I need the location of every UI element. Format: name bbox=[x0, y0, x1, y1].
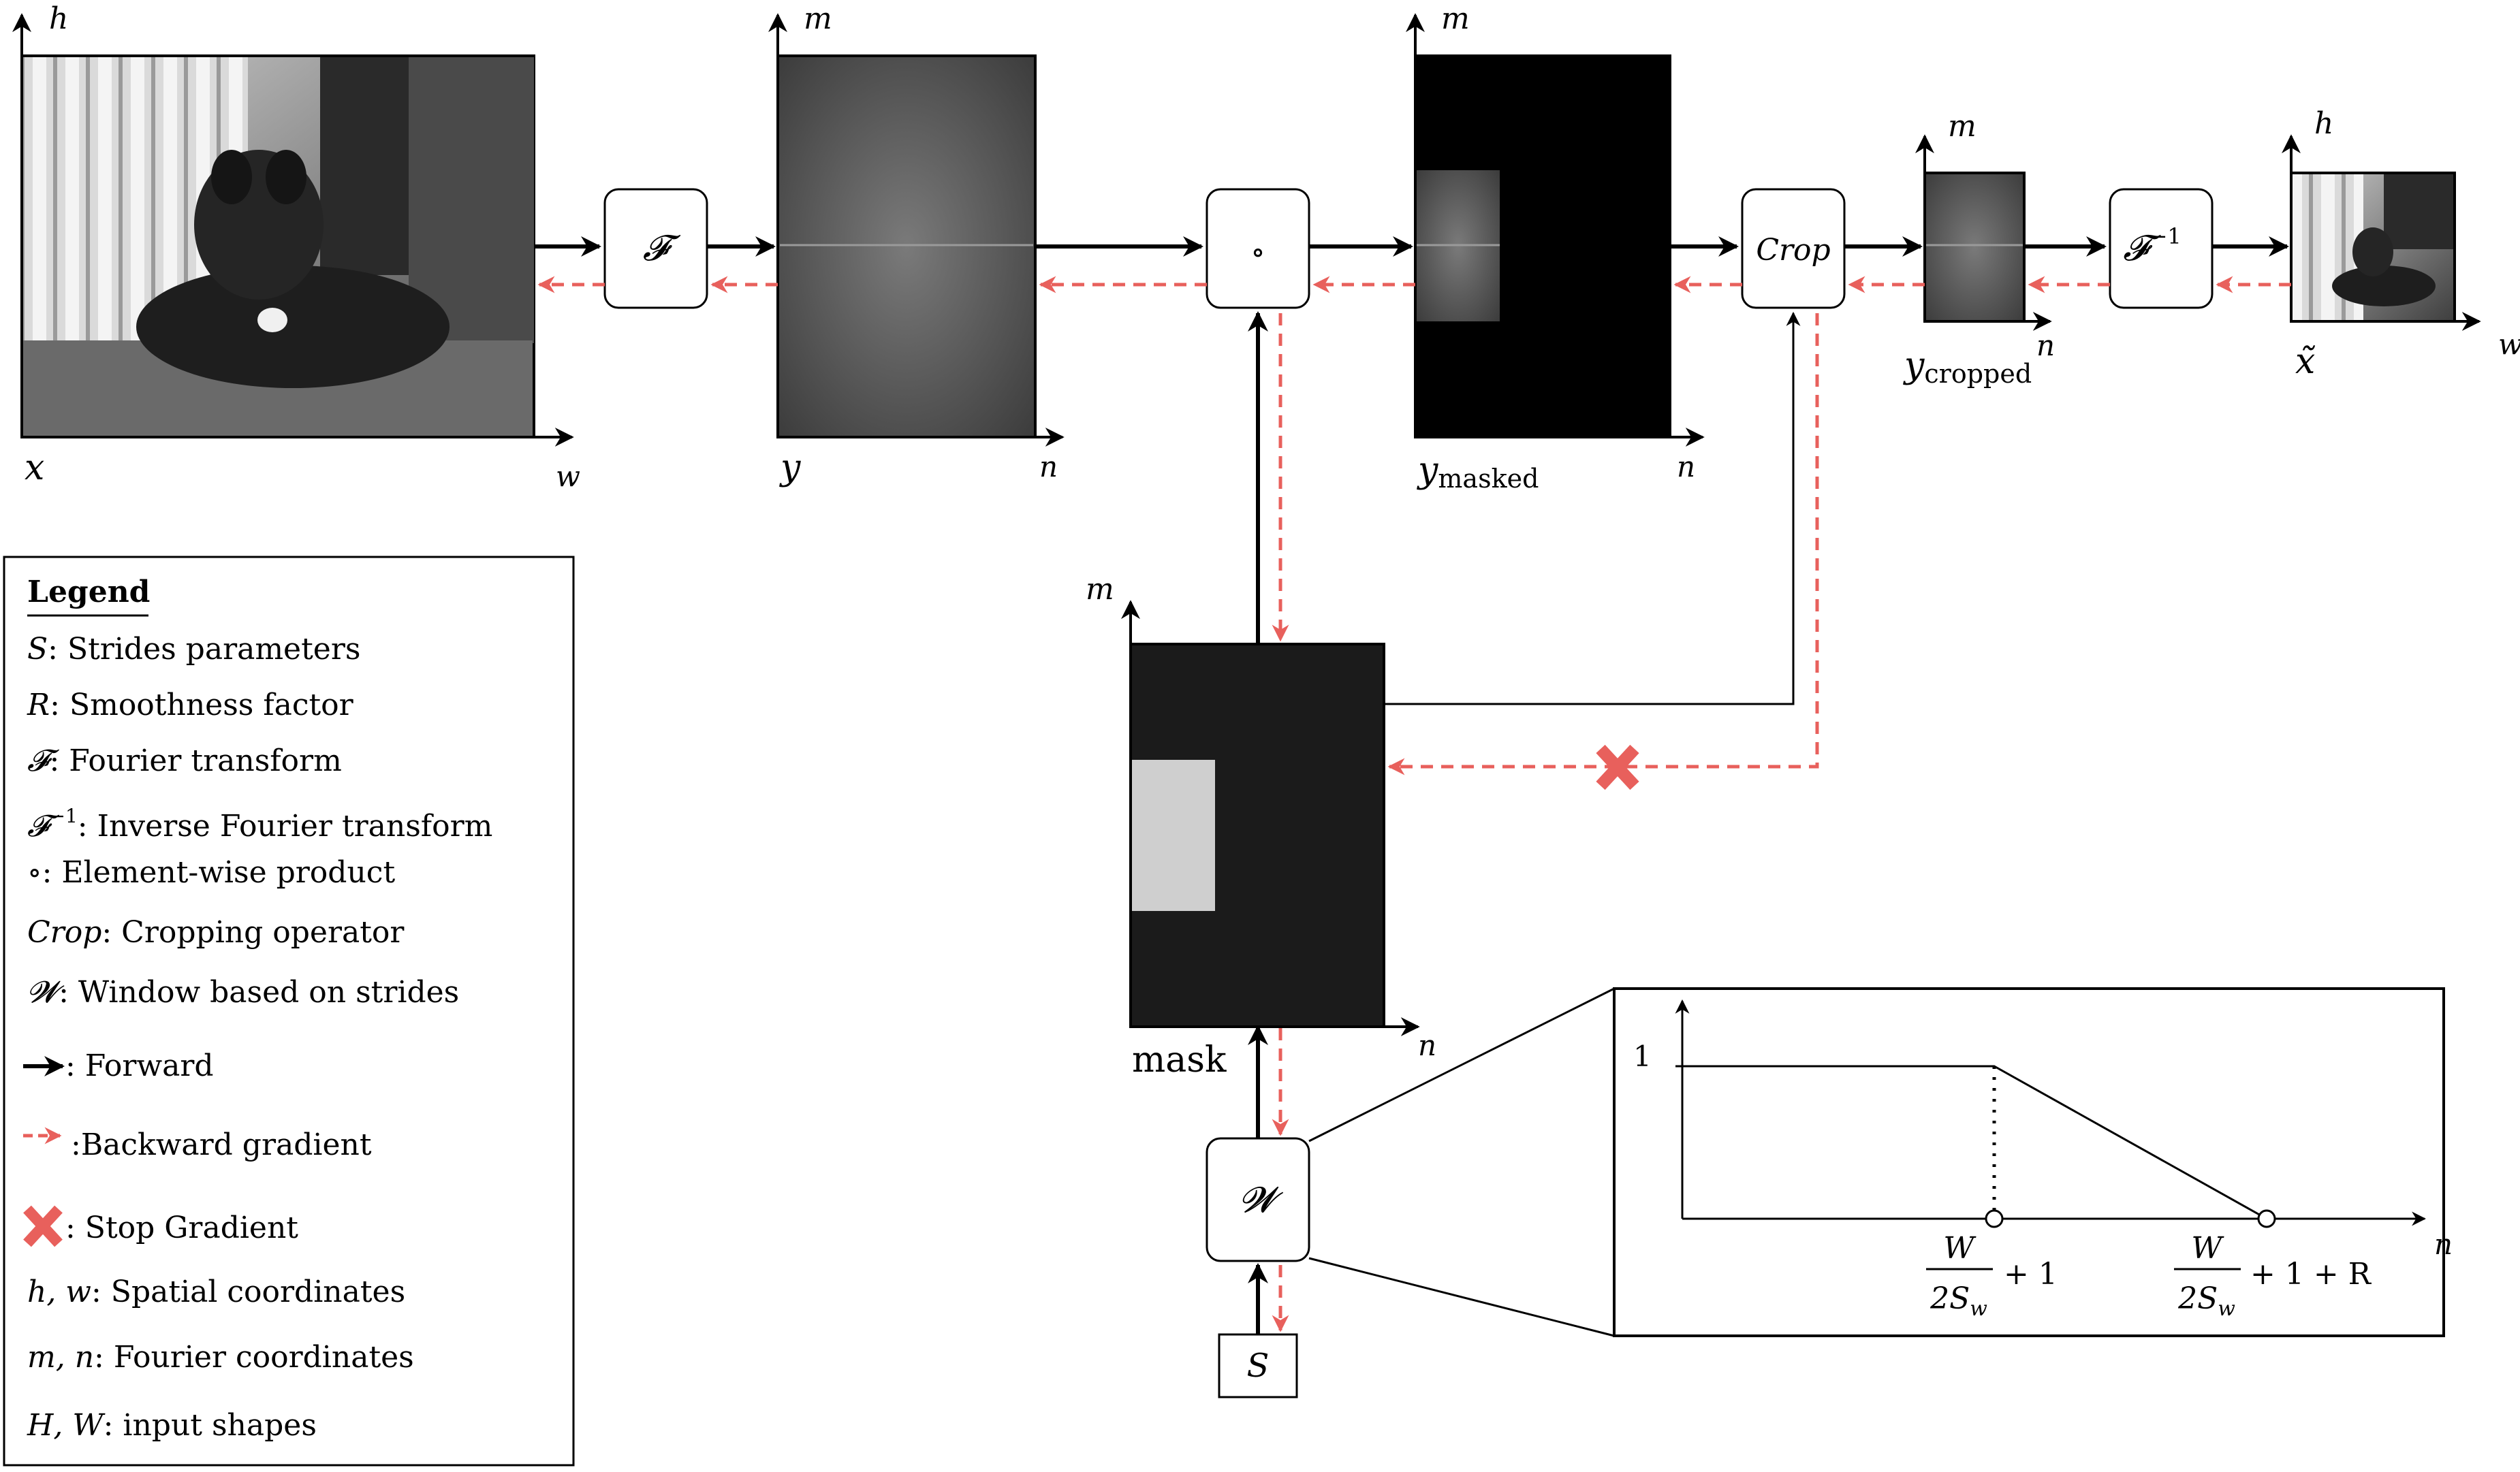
strides-symbol: S bbox=[1247, 1347, 1270, 1385]
spectrum-y: m n y bbox=[768, 1, 1065, 488]
spectrum-y-cropped: m n ycropped bbox=[1903, 109, 2055, 389]
strides-box: S bbox=[1218, 1333, 1298, 1398]
axis-m-label: m bbox=[804, 1, 832, 36]
svg-text:W: W bbox=[2191, 1231, 2224, 1266]
mask-image: m n mask bbox=[1086, 572, 1436, 1081]
legend-item-crop: Crop: Cropping operator bbox=[27, 915, 405, 950]
svg-text:+ 1 + R: + 1 + R bbox=[2250, 1257, 2372, 1292]
mask-label: mask bbox=[1132, 1040, 1227, 1081]
legend: Legend S: Strides parameters R: Smoothne… bbox=[3, 556, 575, 1467]
axis-h-label: h bbox=[49, 1, 68, 36]
legend-item-fourier-coords: m, n: Fourier coordinates bbox=[27, 1340, 414, 1375]
window-inset: 1 n W 2Sw + 1 W 2Sw + 1 + R bbox=[1613, 987, 2453, 1337]
axis-n-label: n bbox=[1039, 450, 1058, 483]
x-tilde-label: x̃ bbox=[2295, 341, 2316, 382]
y-cropped-label: ycropped bbox=[1903, 345, 2032, 389]
legend-item-window: 𝓦: Window based on strides bbox=[27, 975, 459, 1010]
legend-item-backward: :Backward gradient bbox=[71, 1127, 372, 1162]
input-axes: h w x bbox=[12, 1, 580, 493]
legend-item-spatial: h, w: Spatial coordinates bbox=[27, 1275, 405, 1309]
output-image: h w x̃ bbox=[2282, 106, 2520, 382]
axis-h-label: h bbox=[2314, 106, 2333, 141]
axis-n-label: n bbox=[1418, 1029, 1436, 1062]
axis-m-label: m bbox=[1441, 1, 1470, 36]
crop-symbol: Crop bbox=[1756, 233, 1830, 268]
inverse-fourier-box: 𝓕−1 bbox=[2109, 188, 2214, 309]
legend-item-stop: : Stop Gradient bbox=[65, 1211, 298, 1245]
forward-arrows bbox=[534, 236, 2289, 1334]
spectrum-y-masked: m n ymasked bbox=[1406, 1, 1705, 494]
y-label: y bbox=[779, 447, 801, 488]
dog-body bbox=[136, 266, 450, 388]
backward-arrows bbox=[537, 276, 2291, 1332]
stop-gradient-icon bbox=[1596, 744, 1639, 790]
axis-n-label: n bbox=[2036, 329, 2055, 362]
axis-w-label: w bbox=[556, 460, 580, 493]
fourier-box: 𝓕 bbox=[603, 188, 708, 309]
inset-x-axis-label: n bbox=[2434, 1228, 2453, 1261]
legend-title: Legend bbox=[27, 575, 150, 609]
inset-tick-label-1: W 2Sw + 1 bbox=[1926, 1231, 2058, 1321]
legend-item-smoothness: R: Smoothness factor bbox=[27, 688, 354, 722]
legend-item-input-shapes: H, W: input shapes bbox=[27, 1408, 317, 1443]
axis-n-label: n bbox=[1677, 450, 1695, 483]
inset-tick-label-2: W 2Sw + 1 + R bbox=[2174, 1231, 2372, 1321]
y-masked-label: ymasked bbox=[1417, 450, 1539, 494]
stop-gradient-legend-icon bbox=[23, 1205, 63, 1247]
inset-y-tick: 1 bbox=[1633, 1040, 1652, 1073]
svg-text:W: W bbox=[1943, 1231, 1976, 1266]
x-label: x bbox=[25, 447, 44, 488]
svg-text:2Sw: 2Sw bbox=[2177, 1281, 2235, 1321]
legend-item-inverse-fourier: 𝓕−1: Inverse Fourier transform bbox=[27, 805, 492, 844]
axis-m-label: m bbox=[1948, 109, 1976, 144]
zoom-lines bbox=[1308, 987, 1615, 1337]
elementwise-box: ∘ bbox=[1206, 188, 1310, 309]
input-image bbox=[20, 54, 535, 438]
crop-box: Crop bbox=[1741, 188, 1846, 309]
legend-item-strides: S: Strides parameters bbox=[27, 632, 360, 667]
legend-item-forward: : Forward bbox=[65, 1049, 214, 1083]
elementwise-symbol: ∘ bbox=[1250, 235, 1265, 270]
svg-text:2Sw: 2Sw bbox=[1930, 1281, 1987, 1321]
axis-w-label: w bbox=[2498, 327, 2520, 361]
legend-item-fourier: 𝓕: Fourier transform bbox=[27, 743, 342, 778]
window-box: 𝓦 bbox=[1206, 1137, 1310, 1262]
window-symbol: 𝓦 bbox=[1240, 1180, 1284, 1221]
axis-m-label: m bbox=[1086, 572, 1114, 607]
svg-text:+ 1: + 1 bbox=[2004, 1257, 2058, 1292]
legend-item-elementwise: ∘: Element-wise product bbox=[27, 855, 395, 890]
